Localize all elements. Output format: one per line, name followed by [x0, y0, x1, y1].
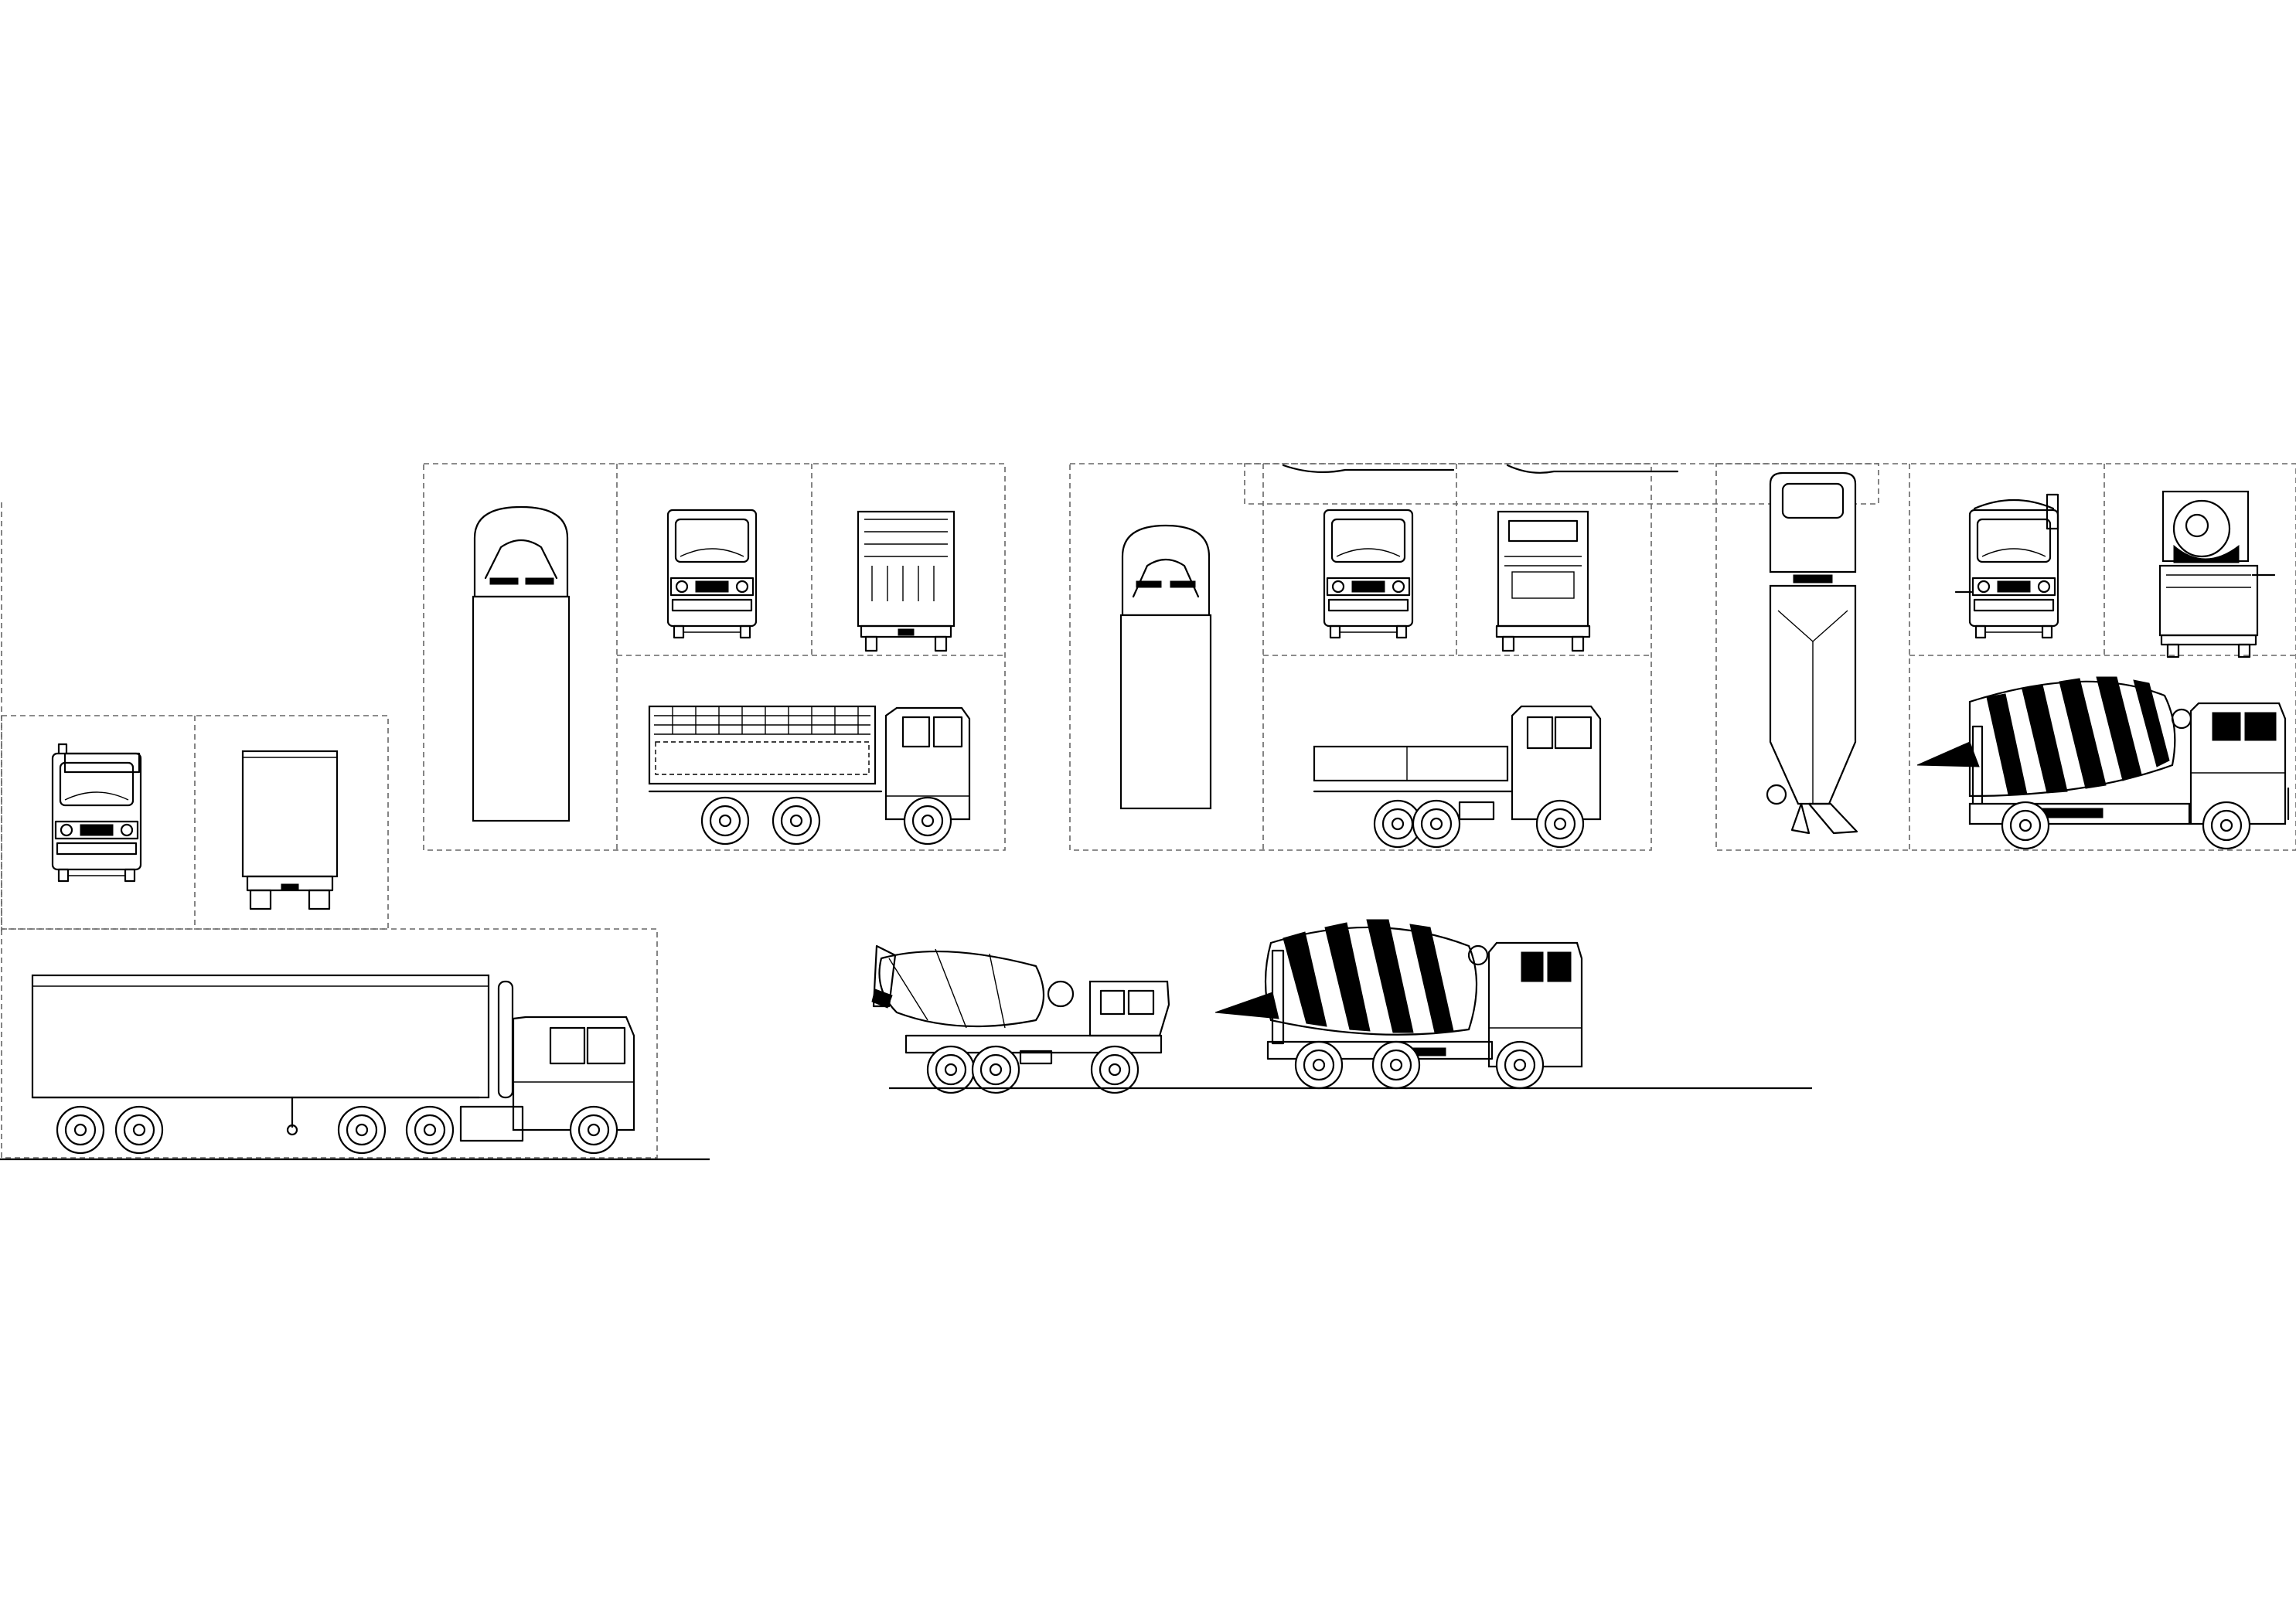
mixer-top-view: [1766, 471, 1858, 835]
cargo-truck-group: [423, 463, 1006, 851]
flatbed-side-view: [1313, 705, 1602, 849]
semi-side-frame: [1, 928, 658, 1159]
cargo-top-view: [472, 505, 571, 822]
mixer-trucks-ground-group: [871, 919, 1812, 1094]
large-mixer-side-view: [1214, 919, 1583, 1090]
mixer-side-view: [1916, 676, 2290, 850]
mixer-rear-view: [2158, 490, 2276, 658]
mixer-truck-group: [1715, 463, 2296, 851]
flatbed-top-view: [1119, 524, 1212, 810]
cargo-rear-view: [857, 510, 956, 652]
semi-front-rear-frame: [1, 715, 389, 930]
overlap-frame: [1244, 463, 1879, 505]
semi-front-view: [51, 743, 142, 883]
flatbed-rear-view: [1495, 510, 1591, 652]
mixer-front-view: [1954, 493, 2059, 639]
small-mixer-side-view: [871, 944, 1170, 1094]
semi-rear-view: [241, 750, 339, 910]
cargo-front-view: [666, 509, 758, 639]
flatbed-front-view: [1323, 509, 1414, 639]
semi-trailer-group: [0, 502, 710, 1161]
flatbed-truck-group: [1069, 463, 1879, 851]
cargo-side-view: [648, 705, 971, 846]
semi-side-view: [31, 974, 635, 1155]
